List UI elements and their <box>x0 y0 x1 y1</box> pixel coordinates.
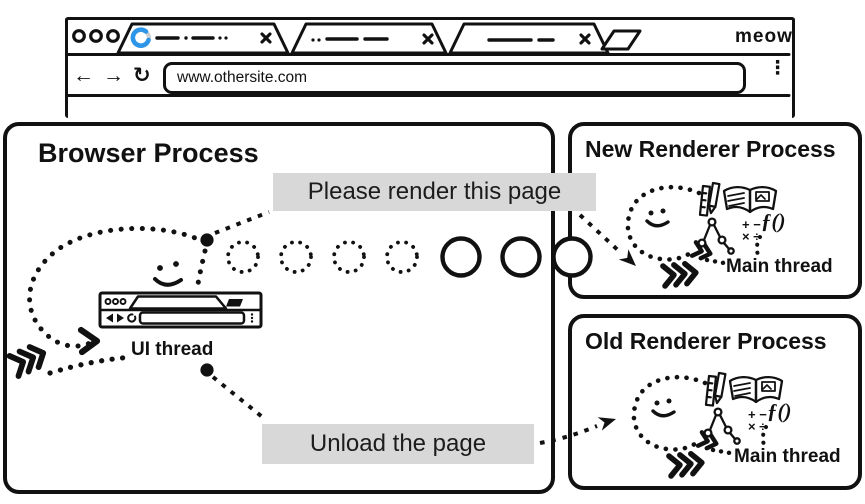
main-thread-label-new: Main thread <box>726 256 833 277</box>
ui-thread-label: UI thread <box>131 339 214 360</box>
kebab-menu-icon[interactable]: ⋮ <box>768 58 787 79</box>
new-renderer-title: New Renderer Process <box>585 136 836 162</box>
render-message-label: Please render this page <box>273 173 596 211</box>
reload-icon[interactable]: ↻ <box>133 64 151 87</box>
browser-process-title: Browser Process <box>38 138 259 168</box>
old-renderer-title: Old Renderer Process <box>585 328 827 354</box>
browser-brand: meow <box>735 26 793 47</box>
unload-message-label: Unload the page <box>262 424 534 464</box>
back-icon[interactable]: ← <box>73 64 94 87</box>
forward-icon[interactable]: → <box>103 64 124 87</box>
url-bar[interactable]: www.othersite.com <box>163 62 746 94</box>
main-thread-label-old: Main thread <box>734 446 841 467</box>
